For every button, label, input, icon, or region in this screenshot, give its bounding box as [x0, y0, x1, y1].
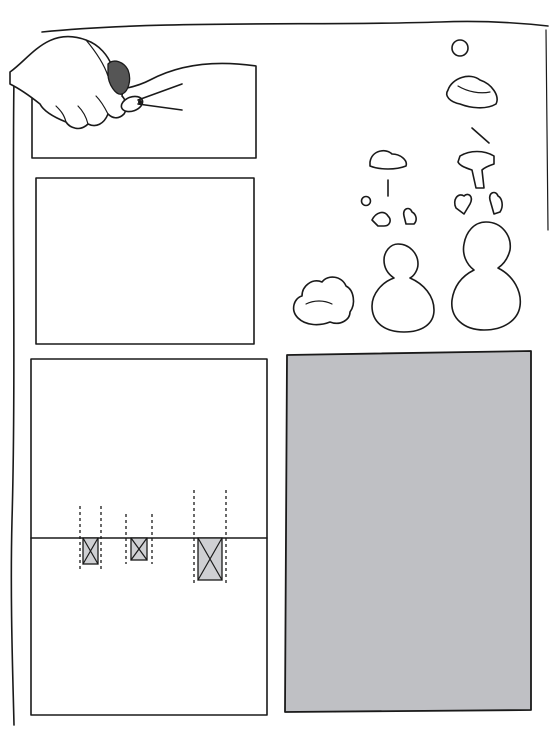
snow-pile-icon — [294, 277, 354, 325]
slit-tab-small-left — [80, 506, 101, 572]
small-scarf-icon — [372, 213, 390, 226]
snowman-icon-medium — [372, 244, 434, 332]
small-mitten-icon — [404, 209, 416, 224]
scarf-icon — [458, 152, 494, 189]
carrot-nose-icon — [472, 128, 489, 143]
hand-icon — [10, 37, 126, 129]
pop-up-card — [31, 359, 267, 715]
mitten-icon — [455, 194, 472, 214]
mitten-icon-right — [490, 193, 502, 214]
pieces-area-edge — [546, 30, 548, 230]
slit-tab-large-right — [194, 490, 226, 584]
slit-tab-small-middle — [126, 514, 152, 564]
pop-up-card-panel — [31, 359, 267, 715]
small-hat-icon — [370, 151, 406, 169]
small-snowball-piece — [362, 197, 371, 206]
blank-card — [36, 178, 254, 344]
snowman-icon-large — [452, 222, 520, 330]
snowball-piece — [452, 40, 468, 56]
hat-icon — [447, 76, 497, 107]
cut-paper-panel — [10, 37, 256, 158]
snowman-pieces-panel — [294, 30, 548, 332]
gray-backing-card — [285, 351, 531, 712]
